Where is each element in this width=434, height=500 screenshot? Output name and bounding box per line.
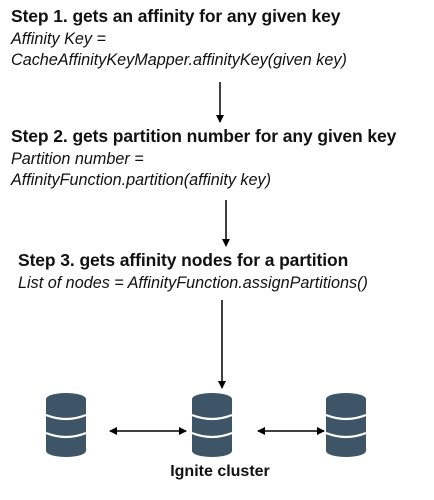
cluster-label: Ignite cluster bbox=[170, 463, 270, 480]
step-3-line-1: List of nodes = AffinityFunction.assignP… bbox=[18, 274, 368, 292]
step-1-line-2: CacheAffinityKeyMapper.affinityKey(given… bbox=[11, 51, 347, 69]
step-1-line-1: Affinity Key = bbox=[11, 30, 106, 48]
step-2: Step 2. gets partition number for any gi… bbox=[11, 126, 396, 190]
database-icon bbox=[324, 391, 368, 459]
step-1: Step 1. gets an affinity for any given k… bbox=[11, 6, 347, 70]
database-icon bbox=[190, 391, 234, 459]
step-2-line-2: AffinityFunction.partition(affinity key) bbox=[11, 171, 272, 189]
step-2-title: Step 2. gets partition number for any gi… bbox=[11, 126, 397, 146]
step-3: Step 3. gets affinity nodes for a partit… bbox=[18, 250, 368, 293]
step-2-line-1: Partition number = bbox=[11, 150, 144, 168]
step-1-title: Step 1. gets an affinity for any given k… bbox=[11, 6, 341, 26]
database-icon bbox=[44, 391, 88, 459]
step-3-title: Step 3. gets affinity nodes for a partit… bbox=[18, 250, 349, 270]
